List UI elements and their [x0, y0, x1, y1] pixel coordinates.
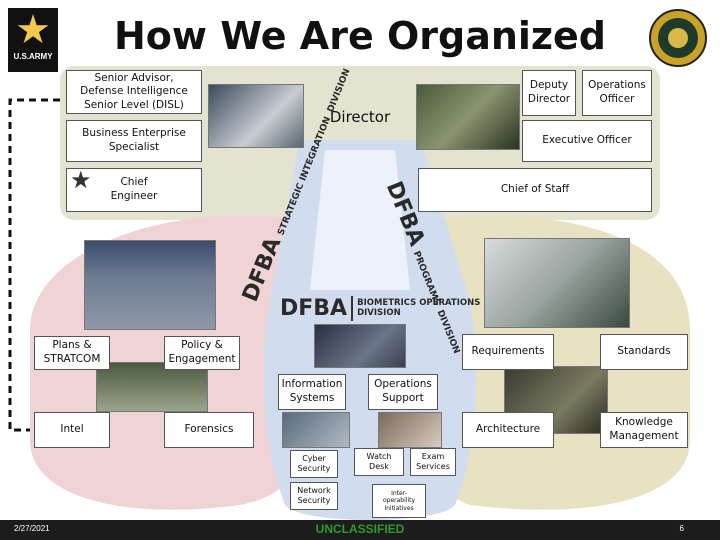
- interoperability-box: Inter- operability Initiatives: [372, 484, 426, 518]
- page-title: How We Are Organized: [113, 14, 606, 58]
- army-star-icon: ★: [15, 8, 51, 52]
- knowledge-management-box: Knowledge Management: [600, 412, 688, 448]
- requirements-box: Requirements: [462, 334, 554, 370]
- chief-engineer-box: Chief Engineer: [66, 168, 202, 212]
- chief-of-staff-box: Chief of Staff: [418, 168, 652, 212]
- photo-server-room: [282, 412, 350, 448]
- senior-advisor-box: Senior Advisor, Defense Intelligence Sen…: [66, 70, 202, 114]
- dfba-seal-icon: [649, 9, 707, 67]
- exam-services-box: Exam Services: [410, 448, 456, 476]
- photo-device-hands: [416, 84, 520, 150]
- footer-date: 2/27/2021: [14, 524, 50, 533]
- classification-label: UNCLASSIFIED: [315, 522, 405, 536]
- photo-fingerprint: [378, 412, 442, 448]
- watch-desk-box: Watch Desk: [354, 448, 404, 476]
- standards-box: Standards: [600, 334, 688, 370]
- bod-name-line2: DIVISION: [357, 307, 401, 318]
- business-enterprise-box: Business Enterprise Specialist: [66, 120, 202, 162]
- photo-screens: [314, 324, 406, 368]
- army-logo: ★ U.S.ARMY: [8, 8, 58, 72]
- forensics-box: Forensics: [164, 412, 254, 448]
- plans-stratcom-box: Plans & STRATCOM: [34, 336, 110, 370]
- cyber-security-box: Cyber Security: [290, 450, 338, 478]
- photo-conference: [84, 240, 216, 330]
- photo-meeting-room: [96, 362, 208, 412]
- operations-officer-box: Operations Officer: [582, 70, 652, 116]
- bod-abbr: DFBA: [280, 296, 354, 321]
- intel-box: Intel: [34, 412, 110, 448]
- deputy-director-box: Deputy Director: [522, 70, 576, 116]
- page-number: 6: [679, 524, 684, 533]
- bod-name-line1: BIOMETRICS OPERATIONS: [357, 297, 481, 308]
- operations-support-box: Operations Support: [368, 374, 438, 410]
- information-systems-box: Information Systems: [278, 374, 346, 410]
- footer-bar: 2/27/2021 UNCLASSIFIED 6: [0, 520, 720, 540]
- executive-officer-box: Executive Officer: [522, 120, 652, 162]
- center-fade: [310, 150, 410, 290]
- photo-lab-worker: [208, 84, 304, 148]
- network-security-box: Network Security: [290, 482, 338, 510]
- policy-engagement-box: Policy & Engagement: [164, 336, 240, 370]
- director-label: Director: [329, 108, 391, 126]
- army-logo-text: U.S.ARMY: [13, 52, 53, 61]
- dashed-connector: [8, 98, 60, 432]
- star-icon: ★: [70, 167, 92, 194]
- bod-division-label: DFBA BIOMETRICS OPERATIONS DIVISION: [280, 296, 480, 321]
- architecture-box: Architecture: [462, 412, 554, 448]
- photo-whiteboard: [484, 238, 630, 328]
